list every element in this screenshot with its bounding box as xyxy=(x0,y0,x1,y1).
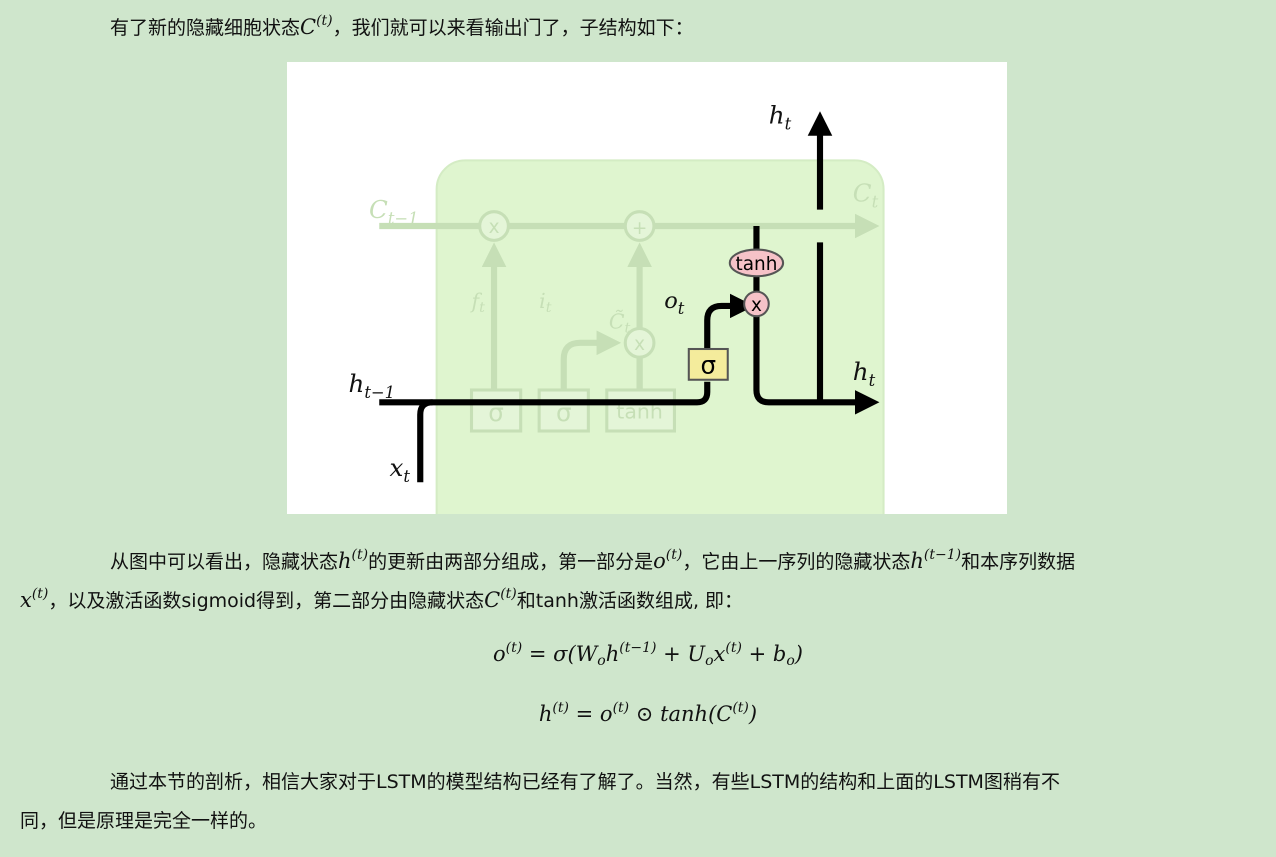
multiply-icon xyxy=(743,290,770,318)
text: 和本序列数据 xyxy=(961,551,1076,573)
multiply-label: x xyxy=(751,295,762,316)
faded-tanh-box xyxy=(605,388,676,433)
math-var: h xyxy=(338,549,352,573)
label-o: ot xyxy=(664,288,685,318)
lstm-output-gate-diagram: x + x σ σ tanh Ct−1 Ct ft it C̃t σ tanh … xyxy=(287,62,1007,551)
tanh-op xyxy=(728,248,785,278)
faded-multiply-icon xyxy=(623,326,656,359)
paragraph-explanation-line1: 从图中可以看出，隐藏状态h(t)的更新由两部分组成，第一部分是o(t)，它由上一… xyxy=(110,540,1075,577)
math-var: o xyxy=(653,549,666,573)
math-sup: (t) xyxy=(316,13,333,29)
label-h-top: ht xyxy=(769,101,792,134)
math-sup: (t) xyxy=(665,547,683,563)
math-o: o(t) xyxy=(653,547,683,573)
tanh-op-label: tanh xyxy=(735,254,777,275)
faded-multiply-icon xyxy=(478,210,510,242)
paragraph-conclusion-line1: 通过本节的剖析，相信大家对于LSTM的模型结构已经有了解了。当然，有些LSTM的… xyxy=(110,771,1060,793)
label-h-right: ht xyxy=(853,357,876,390)
text: ，我们就可以来看输出门了，子结构如下： xyxy=(332,17,694,39)
text: ，它由上一序列的隐藏状态 xyxy=(682,551,911,573)
math-sup: (t) xyxy=(31,586,49,602)
text: 有了新的隐藏细胞状态 xyxy=(110,17,301,39)
math-h-prev: h(t−1) xyxy=(910,547,962,573)
text: ，以及激活函数sigmoid得到，第二部分由隐藏状态 xyxy=(48,590,485,612)
faded-add-icon xyxy=(623,210,656,242)
faded-sigma-box xyxy=(537,388,590,433)
math-sup: (t) xyxy=(351,547,369,563)
paragraph-intro: 有了新的隐藏细胞状态C(t)，我们就可以来看输出门了，子结构如下： xyxy=(110,6,694,43)
faded-mult-label: x xyxy=(634,334,645,355)
math-var: C xyxy=(484,588,501,612)
text: 从图中可以看出，隐藏状态 xyxy=(110,551,339,573)
math-var: C xyxy=(300,15,317,39)
label-i: it xyxy=(539,289,552,316)
math-c: C(t) xyxy=(300,13,333,39)
math-h: h(t) xyxy=(338,547,369,573)
label-h-prev: ht−1 xyxy=(349,369,396,402)
paragraph-explanation-line2: x(t)，以及激活函数sigmoid得到，第二部分由隐藏状态C(t)和tanh激… xyxy=(20,579,743,616)
math-x: x(t) xyxy=(20,586,49,612)
diagram-svg: x + x σ σ tanh Ct−1 Ct ft it C̃t σ tanh … xyxy=(349,101,885,551)
label-c-prev: Ct−1 xyxy=(369,195,419,228)
math-sup: (t−1) xyxy=(923,547,962,563)
math-c: C(t) xyxy=(484,586,517,612)
paragraph-conclusion-line2: 同，但是原理是完全一样的。 xyxy=(20,810,268,832)
equation-output-gate: o(t) = σ(Woh(t−1) + Uox(t) + bo) xyxy=(493,640,803,669)
active-paths xyxy=(379,111,880,483)
faded-add-label: + xyxy=(632,218,647,239)
faded-sigma-box xyxy=(469,388,523,433)
faded-mult-label: x xyxy=(489,217,500,238)
text: 和tanh激活函数组成, 即： xyxy=(516,590,744,612)
sigma-gate-label: σ xyxy=(700,351,716,380)
label-ctilde: C̃t xyxy=(609,310,631,337)
sigma-gate-box xyxy=(687,347,729,381)
equation-hidden-state: h(t) = o(t) ⊙ tanh(C(t)) xyxy=(538,700,758,726)
label-c-next: Ct xyxy=(853,178,879,211)
math-sup: (t) xyxy=(500,586,517,602)
text: 的更新由两部分组成，第一部分是 xyxy=(368,551,654,573)
label-x: xt xyxy=(390,453,411,486)
math-var: h xyxy=(910,549,924,573)
math-var: x xyxy=(20,588,32,612)
